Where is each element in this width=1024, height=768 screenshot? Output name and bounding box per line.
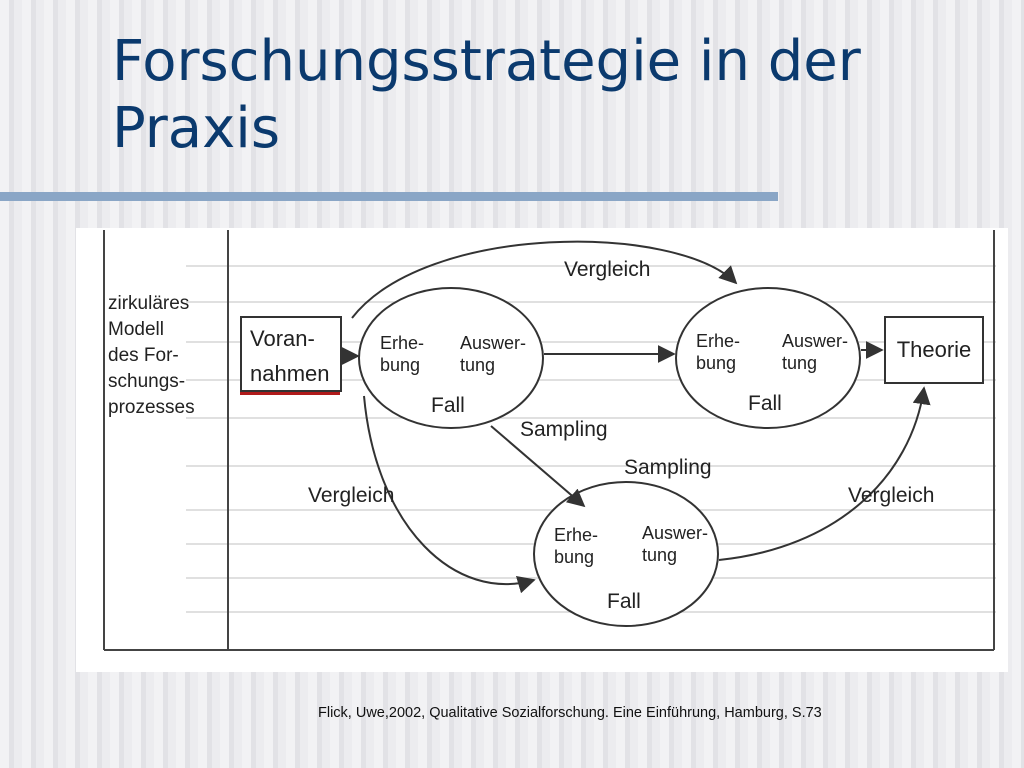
vorannahmen-box: Voran- nahmen [240, 316, 342, 392]
sampling-label-2: Sampling [624, 456, 712, 479]
table-frame [103, 230, 995, 651]
red-underline [240, 392, 340, 395]
fall-label: Fall [431, 394, 465, 417]
erhebung-line: bung [696, 353, 737, 373]
cycle-arrows [341, 240, 931, 594]
diagram-graphics [103, 230, 996, 651]
auswertung-line: tung [460, 355, 496, 375]
auswertung-line: Auswer- [642, 523, 709, 543]
erhebung-line: Erhe- [380, 333, 425, 353]
side-label-line: Modell [108, 319, 164, 340]
auswertung-label: Auswer- tung [782, 330, 848, 374]
title-divider [0, 192, 778, 201]
erhebung-line: Erhe- [696, 331, 741, 351]
slide-title-line-1: Forschungsstrategie in der [112, 29, 861, 94]
comparison-label-top: Vergleich [564, 258, 651, 281]
erhebung-label: Erhe- bung [696, 330, 740, 374]
auswertung-label: Auswer- tung [642, 522, 708, 566]
slide-title: Forschungsstrategie in der Praxis [112, 28, 992, 162]
vorannahmen-line: nahmen [250, 361, 330, 386]
research-process-figure: zirkuläres Modell des For- schungs- proz… [76, 228, 1008, 672]
side-label-line: des For- [108, 345, 179, 366]
erhebung-line: bung [554, 547, 595, 567]
sampling-label-1: Sampling [520, 418, 608, 441]
erhebung-line: bung [380, 355, 421, 375]
side-label-line: zirkuläres [108, 293, 190, 314]
theorie-box: Theorie [884, 316, 984, 384]
erhebung-label: Erhe- bung [380, 332, 424, 376]
theorie-label: Theorie [896, 336, 972, 362]
case-ellipses [358, 287, 861, 627]
auswertung-line: Auswer- [460, 333, 527, 353]
side-label-line: prozesses [108, 397, 195, 418]
erhebung-label: Erhe- bung [554, 524, 598, 568]
auswertung-label: Auswer- tung [460, 332, 526, 376]
fall-label: Fall [748, 392, 782, 415]
comparison-label-right: Vergleich [848, 484, 935, 507]
side-label-line: schungs- [108, 371, 186, 392]
erhebung-line: Erhe- [554, 525, 599, 545]
source-citation: Flick, Uwe,2002, Qualitative Sozialforsc… [318, 705, 822, 721]
auswertung-line: tung [642, 545, 678, 565]
auswertung-line: tung [782, 353, 818, 373]
auswertung-line: Auswer- [782, 331, 849, 351]
vorannahmen-line: Voran- [250, 326, 315, 351]
fall-label: Fall [607, 590, 641, 613]
slide-title-line-2: Praxis [112, 96, 280, 162]
comparison-label-left: Vergleich [308, 484, 395, 507]
model-side-label: zirkuläres Modell des For- schungs- proz… [108, 291, 236, 421]
